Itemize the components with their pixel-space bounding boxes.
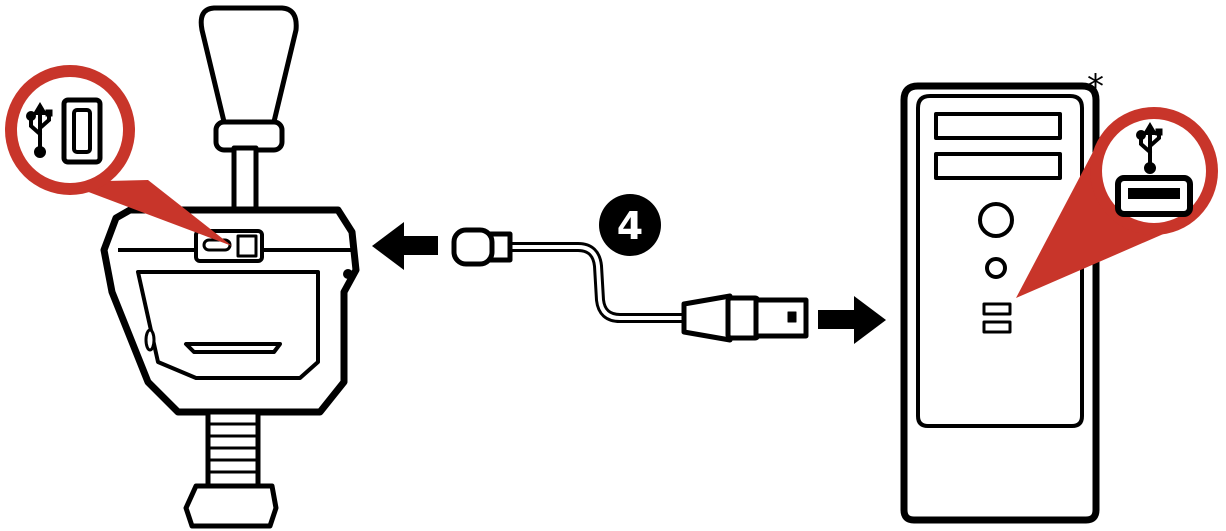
shifter-inner-panel [136, 270, 320, 380]
shifter-side-hole [144, 328, 156, 352]
shifter-side-dot [343, 269, 353, 279]
arrow-right-icon [818, 296, 886, 344]
shifter-slot [184, 342, 282, 354]
pc-callout-pointer [1016, 150, 1168, 298]
shifter-device [100, 5, 360, 529]
usb-icon [26, 102, 53, 158]
drive-bay-1 [934, 112, 1062, 140]
usb-a-port-icon [1115, 175, 1193, 217]
step-number: 4 [617, 204, 643, 248]
pc-port-callout [1016, 107, 1218, 298]
step-badge: 4 [599, 194, 661, 256]
shifter-callout-pointer [62, 180, 232, 246]
usb-c-port-icon [61, 97, 103, 165]
usb-c-plug [451, 227, 513, 267]
pc-tower [900, 82, 1100, 524]
reset-button [985, 257, 1007, 279]
usb-a-plug [681, 293, 809, 343]
power-button [978, 202, 1014, 238]
shifter-knob [198, 5, 299, 133]
usb-icon [1136, 122, 1163, 174]
clamp-knob [183, 483, 279, 529]
arrow-left-icon [372, 222, 438, 270]
clamp-screw-threads [208, 422, 258, 474]
shifter-port-callout [5, 65, 232, 246]
usb-cable [503, 242, 693, 323]
shifter-shaft [231, 145, 259, 213]
footnote-asterisk: * [1087, 67, 1104, 107]
front-usb-port-2 [982, 320, 1012, 334]
drive-bay-2 [934, 152, 1062, 180]
shifter-switch [236, 234, 258, 258]
front-usb-port-1 [982, 302, 1012, 316]
